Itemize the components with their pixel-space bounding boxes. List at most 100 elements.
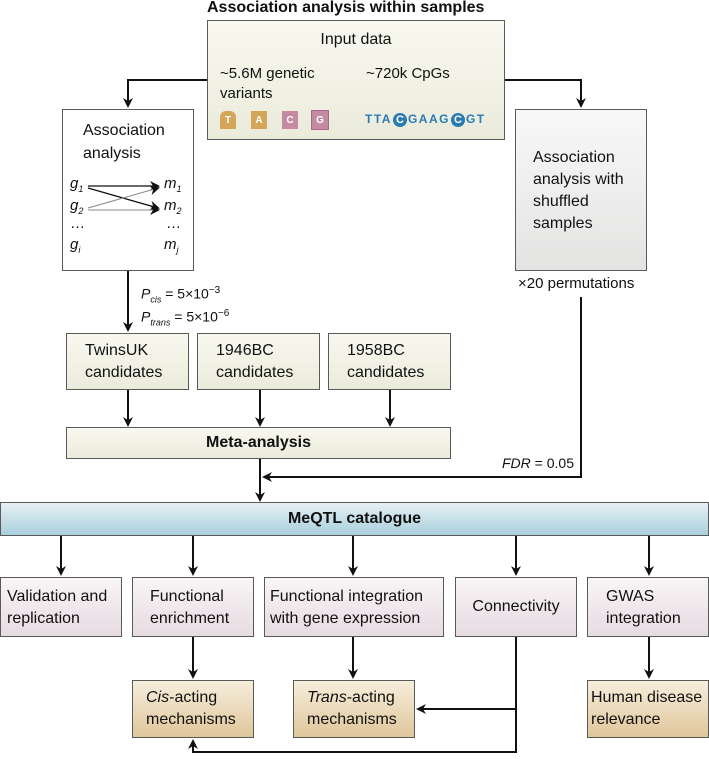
disease-line2: relevance bbox=[591, 711, 661, 728]
shuffled-line2: analysis with bbox=[533, 171, 624, 188]
methyl-mj: mj bbox=[164, 236, 179, 255]
meqtl-catalogue-bar: MeQTL catalogue bbox=[0, 502, 709, 536]
trans-italic: Trans bbox=[307, 689, 347, 706]
cohort-1958bc-line2: candidates bbox=[347, 364, 425, 381]
methylated-c-2: C bbox=[450, 112, 465, 127]
p-trans-exp: −6 bbox=[217, 308, 230, 319]
arrow-g2-m1 bbox=[87, 185, 160, 209]
validation-line1: Validation and bbox=[7, 588, 108, 605]
trans-line1: Trans-acting bbox=[307, 687, 395, 709]
p-cis-sub: cis bbox=[150, 294, 162, 305]
nucleotide-g-icon: G bbox=[311, 110, 329, 130]
cohort-1946bc-line2: candidates bbox=[216, 364, 294, 381]
methyl-m2: m2 bbox=[164, 197, 182, 216]
g1-sub: 1 bbox=[78, 184, 84, 194]
input-data-heading: Input data bbox=[320, 31, 392, 48]
gi-sub: i bbox=[78, 245, 81, 255]
m1-sub: 1 bbox=[176, 184, 182, 194]
p-trans-threshold: Ptrans = 5×10−6 bbox=[141, 308, 230, 328]
seq-mid: GAAG bbox=[407, 112, 450, 126]
nucleotide-a-icon: A bbox=[251, 111, 267, 129]
permutations-label: ×20 permutations bbox=[518, 275, 635, 292]
arrow-input-to-shuffled bbox=[505, 79, 586, 108]
meqtl-catalogue-label: MeQTL catalogue bbox=[287, 510, 422, 527]
mj-label: m bbox=[164, 236, 177, 253]
methyl-ellipsis: … bbox=[166, 215, 181, 232]
association-line1: Association bbox=[83, 122, 165, 139]
cohort-1946bc-box: 1946BC candidates bbox=[197, 333, 320, 390]
nucleotide-t-icon: T bbox=[220, 111, 236, 129]
p-trans-sub: trans bbox=[150, 317, 171, 328]
trans-line2: mechanisms bbox=[307, 711, 397, 728]
p-cis-threshold: Pcis = 5×10−3 bbox=[141, 285, 221, 305]
connectivity-label: Connectivity bbox=[472, 598, 560, 615]
shuffled-line3: shuffled bbox=[533, 193, 589, 210]
human-disease-box: Human disease relevance bbox=[587, 680, 709, 738]
seq-pre: TTA bbox=[365, 112, 392, 126]
input-data-box: Input data ~5.6M genetic variants ~720k … bbox=[207, 20, 505, 140]
cohort-twinsuk-box: TwinsUK candidates bbox=[66, 333, 189, 390]
enrichment-line1: Functional bbox=[150, 588, 224, 605]
arrow-input-to-association bbox=[123, 79, 208, 108]
gene-g1: g1 bbox=[70, 175, 83, 194]
cis-rest: -acting bbox=[169, 689, 218, 706]
methyl-m1: m1 bbox=[164, 175, 182, 194]
g2-sub: 2 bbox=[78, 206, 84, 216]
cis-line1: Cis-acting bbox=[146, 687, 217, 709]
gene-ellipsis: … bbox=[70, 215, 85, 232]
shuffled-samples-box: Association analysis with shuffled sampl… bbox=[515, 109, 647, 271]
cohort-1958bc-box: 1958BC candidates bbox=[328, 333, 451, 390]
gwas-line1: GWAS bbox=[606, 588, 655, 605]
functional-enrichment-box: Functional enrichment bbox=[132, 577, 254, 637]
trans-acting-box: Trans-acting mechanisms bbox=[293, 680, 415, 738]
enrichment-line2: enrichment bbox=[150, 610, 230, 627]
fdr-label: FDR = 0.05 bbox=[502, 452, 574, 474]
p-cis-value: = 5×10 bbox=[161, 285, 209, 302]
validation-replication-box: Validation and replication bbox=[0, 577, 122, 637]
trans-rest: -acting bbox=[346, 689, 395, 706]
fdr-value: = 0.05 bbox=[530, 455, 574, 471]
arrow-connectivity-to-cis bbox=[188, 709, 517, 753]
gwas-integration-box: GWAS integration bbox=[587, 577, 709, 637]
variants-line1: ~5.6M genetic bbox=[220, 65, 315, 82]
gwas-line2: integration bbox=[606, 610, 681, 627]
fdr-name: FDR bbox=[502, 455, 531, 471]
gene-g2: g2 bbox=[70, 197, 83, 216]
connectivity-box: Connectivity bbox=[455, 577, 577, 637]
shuffled-line1: Association bbox=[533, 149, 615, 166]
p-cis-exp: −3 bbox=[208, 285, 221, 296]
cohort-twinsuk-line2: candidates bbox=[85, 364, 163, 381]
seq-post: GT bbox=[465, 112, 486, 126]
cpgs-count: ~720k CpGs bbox=[366, 65, 450, 82]
association-line2: analysis bbox=[83, 145, 141, 162]
gi-label: g bbox=[70, 236, 79, 253]
methylated-c-1: C bbox=[392, 112, 407, 127]
functional-integration-box: Functional integration with gene express… bbox=[264, 577, 444, 637]
m1-label: m bbox=[164, 175, 177, 192]
validation-line2: replication bbox=[7, 610, 80, 627]
g2-label: g bbox=[70, 197, 79, 214]
shuffled-line4: samples bbox=[533, 215, 593, 232]
gene-gi: gi bbox=[70, 236, 80, 255]
disease-line1: Human disease bbox=[591, 689, 703, 706]
g1-label: g bbox=[70, 175, 79, 192]
diagram-title: Association analysis within samples bbox=[207, 0, 485, 16]
cis-acting-box: Cis-acting mechanisms bbox=[132, 680, 254, 738]
cohort-twinsuk-line1: TwinsUK bbox=[85, 342, 149, 359]
meta-analysis-label: Meta-analysis bbox=[206, 434, 311, 451]
meta-analysis-box: Meta-analysis bbox=[66, 427, 451, 459]
integration-line2: with gene expression bbox=[270, 610, 421, 627]
mj-sub: j bbox=[176, 245, 179, 255]
nucleotide-c-icon: C bbox=[282, 111, 298, 129]
p-trans-value: = 5×10 bbox=[170, 308, 218, 325]
integration-line1: Functional integration bbox=[270, 588, 423, 605]
cis-line2: mechanisms bbox=[146, 711, 236, 728]
m2-label: m bbox=[164, 197, 177, 214]
arrow-connectivity-to-trans bbox=[416, 637, 517, 714]
association-analysis-box: Association analysis bbox=[62, 109, 194, 271]
arrow-permutations-to-join bbox=[262, 297, 582, 482]
m2-sub: 2 bbox=[176, 206, 182, 216]
cis-italic: Cis bbox=[146, 689, 170, 706]
variants-line2: variants bbox=[220, 85, 273, 102]
